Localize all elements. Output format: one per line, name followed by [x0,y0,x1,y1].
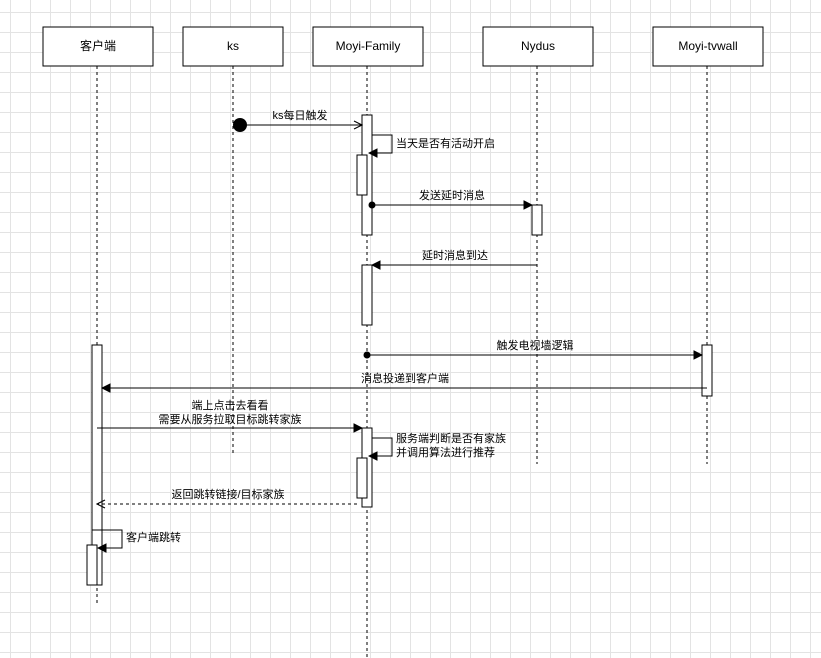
participant-label-nydus: Nydus [521,39,555,53]
activation-family-1-nested [356,154,368,196]
message-check-activity-today: 当天是否有活动开启 [369,134,495,153]
message-server-recommend: 服务端判断是否有家族 并调用算法进行推荐 [369,431,506,459]
message-label: ks每日触发 [273,108,328,122]
message-label-line-1: 端上点击去看看 [192,398,269,412]
activation-tvwall-1 [701,344,713,397]
participant-labels: 客户端 ks Moyi-Family Nydus Moyi-tvwall [80,38,738,53]
message-return-link: 返回跳转链接/目标家族 [97,487,357,504]
participant-label-family: Moyi-Family [336,39,401,53]
message-delay-msg-arrived: 延时消息到达 [372,248,537,265]
message-label: 客户端跳转 [126,530,181,544]
message-label: 发送延时消息 [419,188,485,202]
activation-family-3-nested [356,457,368,499]
message-trigger-tvwall: 触发电视墙逻辑 [363,338,703,359]
activations [86,114,713,586]
message-label: 返回跳转链接/目标家族 [171,487,284,501]
participant-box-client[interactable] [42,26,154,67]
activation-family-2 [361,264,373,326]
message-label-line-2: 需要从服务拉取目标跳转家族 [159,412,302,426]
activation-nydus-1 [531,204,543,236]
message-client-jump: 客户端跳转 [92,529,181,548]
message-label-line-1: 服务端判断是否有家族 [396,431,506,445]
participant-box-nydus[interactable] [482,26,594,67]
self-call-arrow [369,134,393,153]
participant-label-tvwall: Moyi-tvwall [678,39,737,53]
self-call-arrow [92,529,123,548]
message-label-line-2: 并调用算法进行推荐 [396,445,495,459]
participant-label-ks: ks [227,39,239,53]
message-deliver-to-client: 消息投递到客户端 [102,371,707,388]
message-send-delay-msg: 发送延时消息 [368,188,533,209]
self-call-arrow [369,437,393,456]
participant-box-tvwall[interactable] [652,26,764,67]
message-client-click: 端上点击去看看 需要从服务拉取目标跳转家族 [97,398,362,428]
activation-client-1-nested [86,544,98,586]
participant-box-family[interactable] [312,26,424,67]
message-label: 触发电视墙逻辑 [497,338,574,352]
participants [42,26,764,67]
message-label: 当天是否有活动开启 [396,136,495,150]
message-ks-daily-trigger: ks每日触发 [233,108,362,132]
lifelines [96,66,708,658]
message-label: 消息投递到客户端 [361,371,449,385]
participant-label-client: 客户端 [80,38,116,53]
message-label: 延时消息到达 [422,248,488,262]
participant-box-ks[interactable] [182,26,284,67]
